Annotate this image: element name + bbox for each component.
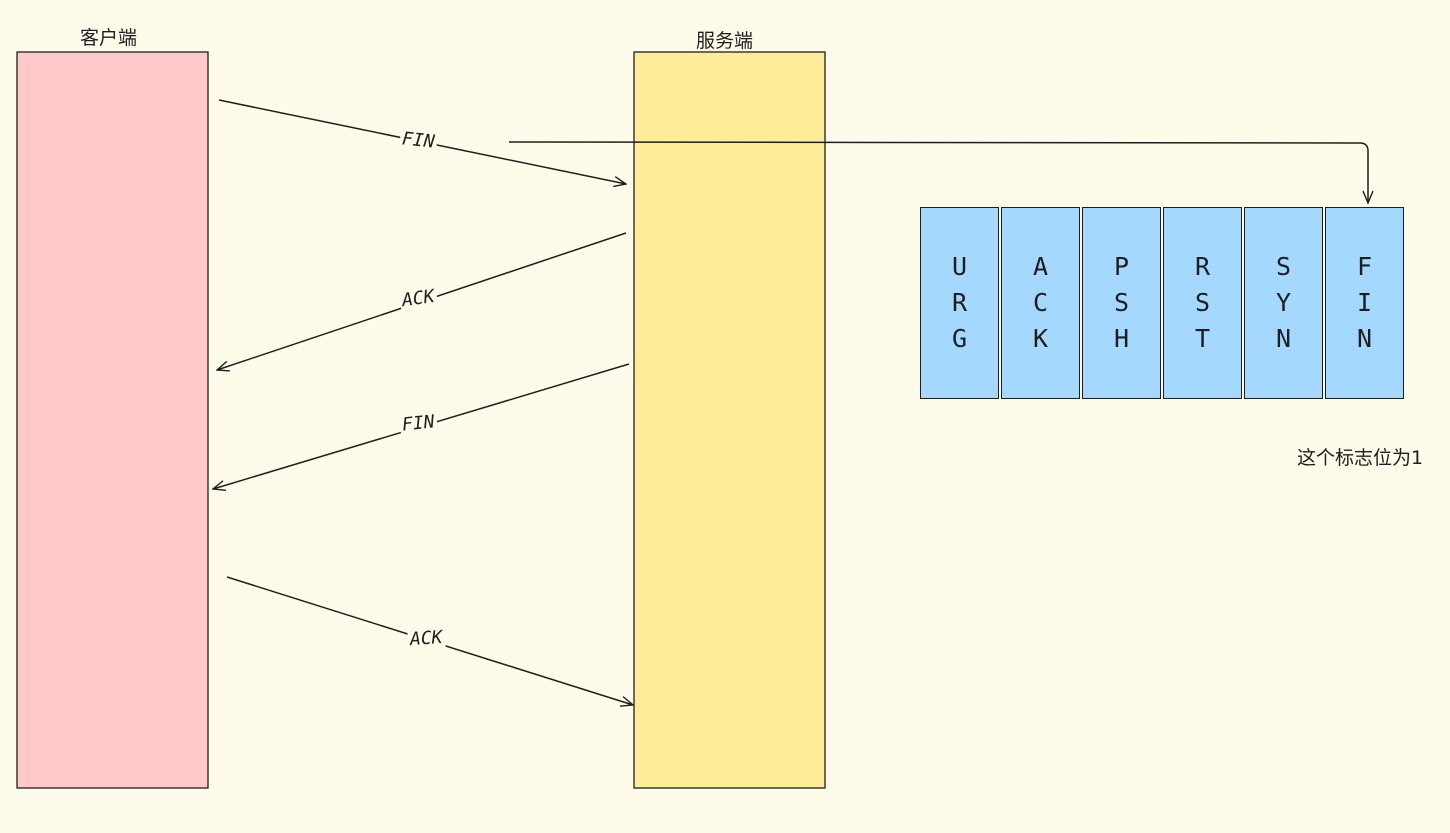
client-lane	[16, 51, 209, 789]
flag-letter: G	[951, 324, 968, 353]
flag-syn: S Y N	[1244, 207, 1323, 399]
flag-letter: R	[951, 288, 968, 317]
tcp-flags-table: U R G A C K P S H R S T S Y N F I N	[920, 207, 1404, 399]
fin-pointer-arrow	[508, 141, 1368, 203]
flag-letter: S	[1194, 288, 1211, 317]
flag-letter: N	[1356, 324, 1373, 353]
message-label-4: ACK	[407, 626, 446, 651]
flag-letter: Y	[1275, 288, 1292, 317]
flag-letter: K	[1032, 324, 1049, 353]
flag-letter: S	[1113, 288, 1130, 317]
client-lane-title: 客户端	[80, 27, 138, 49]
flag-psh: P S H	[1082, 207, 1161, 399]
flag-note: 这个标志位为1	[1297, 447, 1424, 469]
message-label-1: FIN	[399, 128, 438, 153]
flag-letter: P	[1113, 252, 1130, 281]
flag-ack: A C K	[1001, 207, 1080, 399]
flag-fin: F I N	[1325, 207, 1404, 399]
flag-rst: R S T	[1163, 207, 1242, 399]
flag-letter: R	[1194, 252, 1211, 281]
flag-letter: U	[951, 252, 968, 281]
flag-letter: I	[1356, 288, 1373, 317]
flag-letter: T	[1194, 324, 1211, 353]
flag-urg: U R G	[920, 207, 999, 399]
flag-letter: A	[1032, 252, 1049, 281]
flag-letter: N	[1275, 324, 1292, 353]
flag-letter: H	[1113, 324, 1130, 353]
message-label-3: FIN	[399, 411, 438, 436]
server-lane-title: 服务端	[696, 30, 754, 52]
server-lane	[633, 51, 826, 789]
flag-letter: S	[1275, 252, 1292, 281]
flag-letter: F	[1356, 252, 1373, 281]
flag-letter: C	[1032, 288, 1049, 317]
